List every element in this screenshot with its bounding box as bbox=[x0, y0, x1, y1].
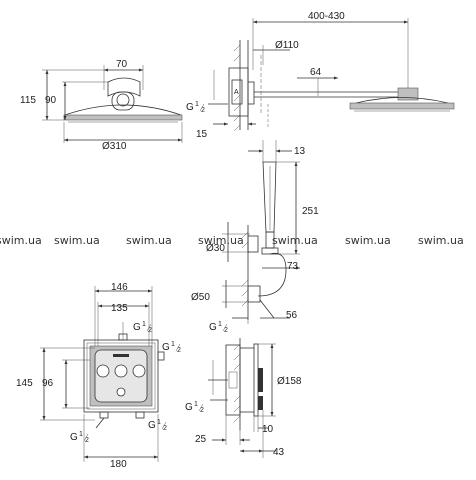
svg-text:A: A bbox=[234, 89, 239, 96]
section-g-half: G bbox=[185, 402, 193, 413]
dim-251: 251 bbox=[302, 206, 319, 217]
svg-text:2: 2 bbox=[200, 407, 204, 414]
dim-15: 15 bbox=[196, 129, 208, 140]
dim-d158: Ø158 bbox=[277, 376, 302, 387]
svg-text:1: 1 bbox=[142, 321, 146, 328]
watermark: swim.ua bbox=[0, 234, 42, 247]
svg-text:1: 1 bbox=[171, 341, 175, 348]
dim-d50: Ø50 bbox=[191, 292, 210, 303]
hand-g-half: G bbox=[209, 322, 217, 333]
svg-text:2: 2 bbox=[148, 327, 152, 334]
svg-text:2: 2 bbox=[177, 347, 181, 354]
front-g-half-1: G bbox=[133, 322, 141, 333]
svg-text:1: 1 bbox=[195, 101, 199, 108]
front-g-half-3: G bbox=[70, 432, 78, 443]
front-g-half-4: G bbox=[148, 420, 156, 431]
watermark: swim.ua bbox=[418, 234, 464, 247]
dim-135: 135 bbox=[111, 303, 128, 314]
watermark: swim.ua bbox=[126, 234, 172, 247]
dim-d310: Ø310 bbox=[102, 141, 127, 152]
dim-96: 96 bbox=[42, 378, 54, 389]
svg-text:1: 1 bbox=[194, 401, 198, 408]
watermark: swim.ua bbox=[272, 234, 318, 247]
thermostat-section-view: Ø158 G 1 2 25 10 43 bbox=[185, 338, 302, 458]
hand-shower-view: 13 251 Ø30 bbox=[191, 140, 319, 334]
dim-13: 13 bbox=[294, 146, 306, 157]
watermark: swim.ua bbox=[345, 234, 391, 247]
svg-text:2: 2 bbox=[85, 437, 89, 444]
svg-text:1: 1 bbox=[218, 321, 222, 328]
watermark: swim.ua bbox=[198, 234, 244, 247]
overhead-shower-front-view: 70 115 90 Ø310 bbox=[20, 59, 183, 152]
svg-text:2: 2 bbox=[201, 107, 205, 114]
dim-43: 43 bbox=[273, 447, 285, 458]
dim-56: 56 bbox=[286, 310, 298, 321]
dim-70: 70 bbox=[116, 59, 128, 70]
svg-text:1: 1 bbox=[157, 419, 161, 426]
thermostat-front-view: 146 135 G 1 2 G 1 2 bbox=[16, 282, 181, 470]
dim-115: 115 bbox=[20, 95, 36, 106]
svg-text:2: 2 bbox=[224, 327, 228, 334]
dim-64: 64 bbox=[310, 67, 322, 78]
watermark-row: swim.ua swim.ua swim.ua swim.ua swim.ua … bbox=[0, 234, 464, 247]
side-g-half: G bbox=[186, 102, 194, 113]
dim-d110: Ø110 bbox=[275, 40, 299, 51]
dim-146: 146 bbox=[111, 282, 128, 293]
shower-arm-side-view: 400-430 Ø110 64 A bbox=[186, 11, 455, 140]
front-g-half-2: G bbox=[162, 342, 170, 353]
dim-145: 145 bbox=[16, 378, 33, 389]
dim-25: 25 bbox=[195, 434, 207, 445]
dim-73: 73 bbox=[287, 261, 299, 272]
svg-text:2: 2 bbox=[163, 425, 167, 432]
dim-d30: Ø30 bbox=[206, 243, 225, 254]
watermark: swim.ua bbox=[54, 234, 100, 247]
dim-400-430: 400-430 bbox=[308, 11, 345, 22]
svg-text:1: 1 bbox=[79, 431, 83, 438]
dim-10: 10 bbox=[262, 424, 274, 435]
dim-180: 180 bbox=[110, 459, 127, 470]
dim-90: 90 bbox=[45, 95, 57, 106]
